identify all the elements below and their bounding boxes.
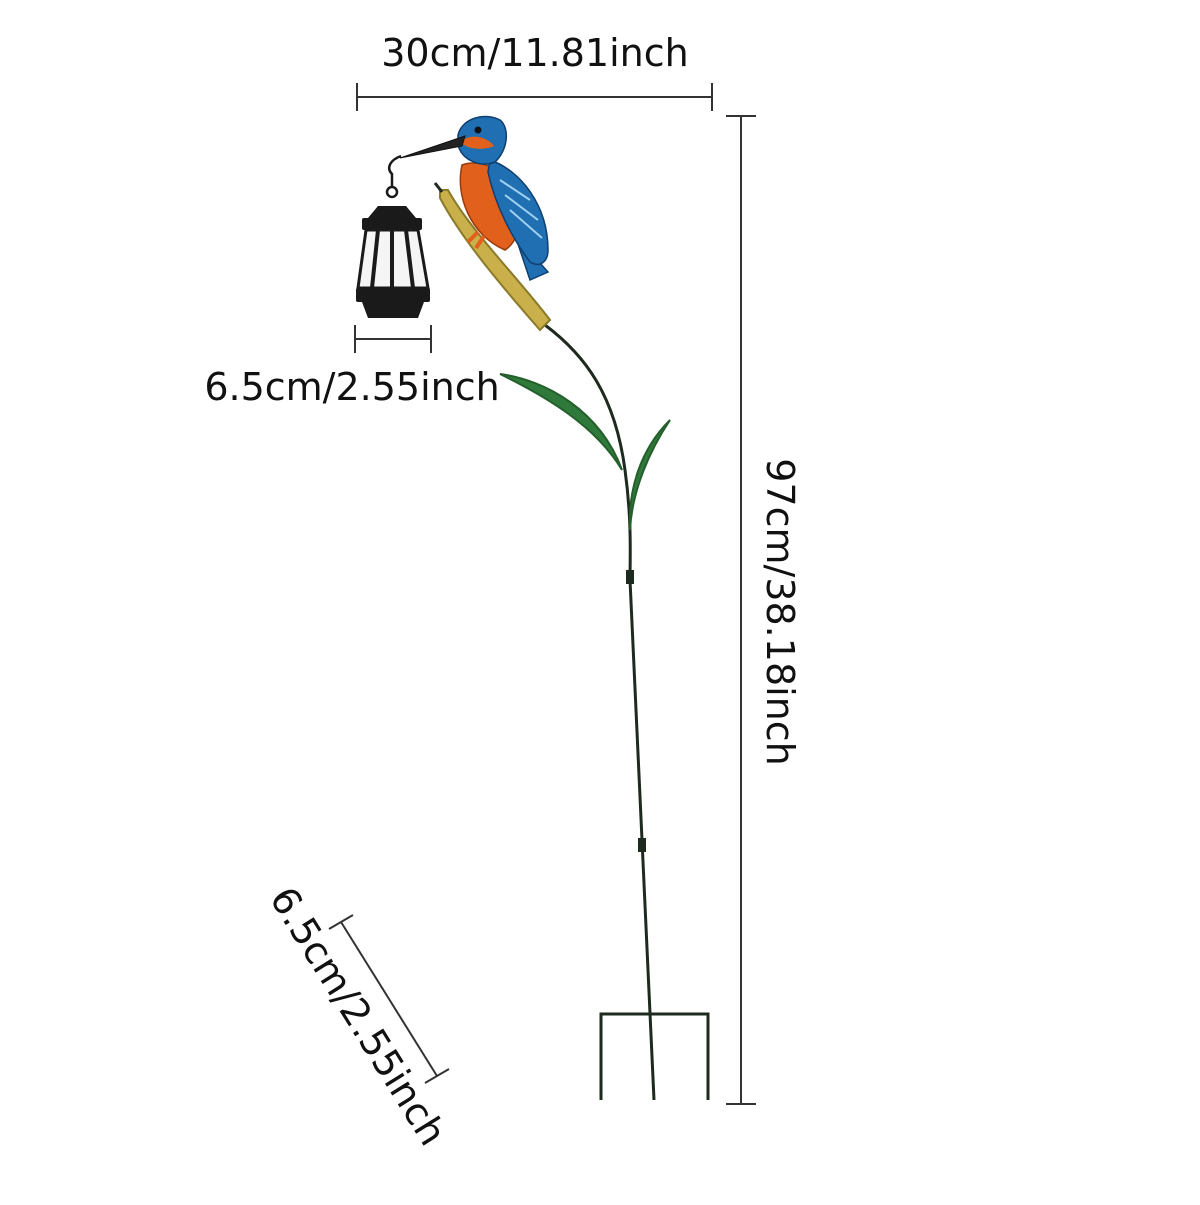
lantern-bar-1 — [370, 229, 380, 289]
width-label: 30cm/11.81inch — [381, 31, 688, 75]
lantern-hook — [388, 154, 402, 188]
cattail-perch — [433, 182, 552, 332]
lantern-width-dimension: 6.5cm/2.55inch — [204, 325, 500, 409]
stake-joint-lower — [638, 838, 646, 852]
bird-feet — [466, 230, 486, 250]
garden-stake — [544, 323, 710, 1101]
bird-wing-pattern — [499, 179, 543, 239]
lantern-top-rim — [362, 218, 422, 230]
base-label: 6.5cm/2.55inch — [261, 879, 455, 1153]
lantern-base — [362, 302, 424, 318]
lantern-bar-3 — [404, 229, 415, 289]
lantern-cap — [368, 206, 416, 218]
stake-joint-upper — [626, 570, 634, 584]
base-dimension-tick-bottom — [424, 1068, 450, 1084]
lantern-width-label: 6.5cm/2.55inch — [204, 365, 499, 409]
base-dimension: 6.5cm/2.55inch — [261, 879, 455, 1153]
lantern-icon — [356, 154, 430, 318]
bird-wing — [487, 159, 549, 266]
leaves — [499, 373, 671, 531]
width-dimension: 30cm/11.81inch — [356, 31, 713, 111]
height-label: 97cm/38.18inch — [758, 458, 802, 765]
lantern-ring — [385, 185, 399, 199]
lantern-base-rim — [356, 288, 430, 302]
stake-stem — [544, 323, 656, 1101]
base-dimension-line — [340, 921, 438, 1077]
kingfisher-icon — [399, 115, 550, 282]
base-dimension-tick-top — [328, 914, 354, 930]
stake-base-fork — [599, 1012, 710, 1100]
leaf-left — [499, 373, 623, 471]
cattail-tip — [433, 182, 444, 193]
bird-cheek — [463, 136, 494, 149]
height-dimension: 97cm/38.18inch — [726, 115, 802, 1105]
leaf-right — [628, 419, 671, 531]
cattail-body — [439, 189, 552, 332]
bird-beak — [399, 135, 466, 159]
bird-eye — [474, 126, 482, 134]
